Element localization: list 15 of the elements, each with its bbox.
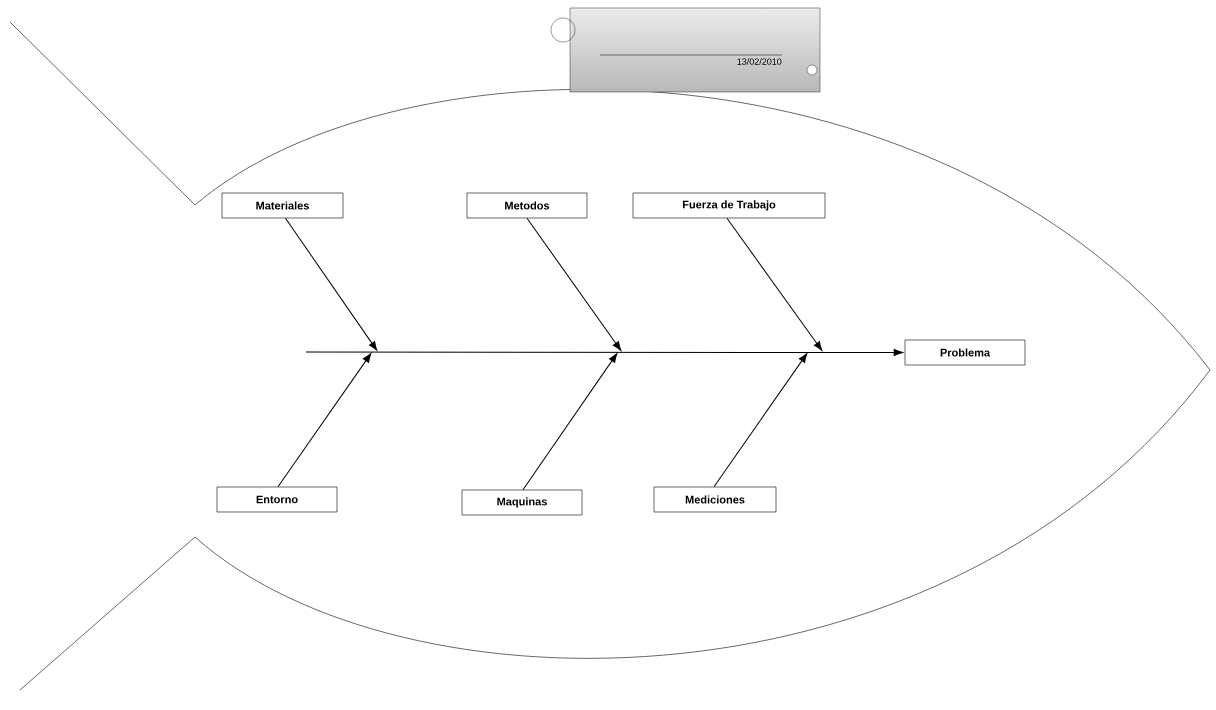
cause-box: Metodos bbox=[466, 192, 588, 219]
cause-box: Mediciones bbox=[653, 486, 777, 513]
arrow bbox=[277, 353, 372, 488]
cause-box: Maquinas bbox=[461, 489, 583, 516]
cause-box: Entorno bbox=[216, 486, 338, 513]
tag-box: 13/02/2010 bbox=[550, 7, 821, 93]
cause-box: Fuerza de Trabajo bbox=[632, 192, 826, 219]
arrow bbox=[285, 217, 378, 351]
cause-box: Materiales bbox=[221, 192, 344, 219]
arrow bbox=[713, 353, 808, 488]
cause-box: Problema bbox=[904, 339, 1026, 366]
arrow bbox=[305, 348, 904, 357]
arrow bbox=[526, 217, 622, 351]
arrow bbox=[522, 353, 618, 491]
arrow bbox=[726, 217, 823, 351]
